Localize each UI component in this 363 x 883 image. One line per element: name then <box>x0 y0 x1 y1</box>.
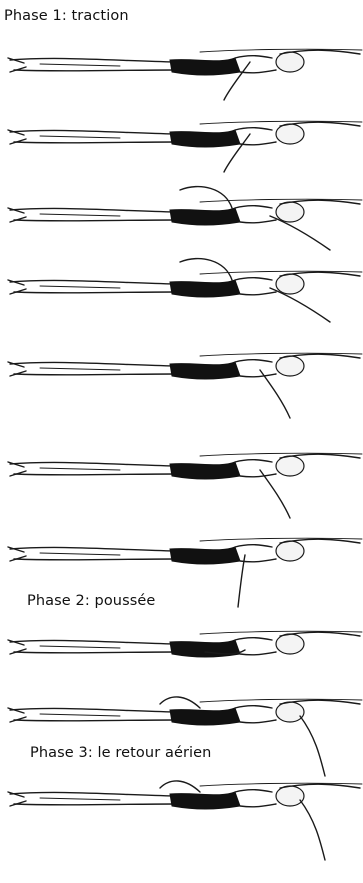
swimmer-4-svg <box>0 258 363 330</box>
swimsuit <box>170 362 240 379</box>
swimmer-figure-1 <box>0 36 363 100</box>
swimmer-figure-6 <box>0 440 363 524</box>
swimmer-3-svg <box>0 186 363 250</box>
swimmer-8-svg <box>0 618 363 674</box>
swimmer-6-svg <box>0 440 363 524</box>
leg-lower <box>14 474 175 475</box>
swimmer-5-svg <box>0 340 363 420</box>
leg-lower <box>14 142 175 143</box>
torso <box>235 360 276 377</box>
head <box>276 456 304 476</box>
swimsuit <box>170 280 240 297</box>
leg-upper <box>10 547 175 551</box>
leg-shading <box>40 468 120 470</box>
head <box>276 202 304 222</box>
leg-upper <box>10 792 175 796</box>
pulling-arm <box>260 370 290 418</box>
swimmer-figure-5 <box>0 340 363 420</box>
head <box>276 702 304 722</box>
leg-lower <box>14 70 175 71</box>
leg-upper <box>10 362 175 366</box>
head <box>276 356 304 376</box>
leg-lower <box>14 804 175 805</box>
swimmer-figure-4 <box>0 258 363 330</box>
pulling-arm <box>260 470 290 518</box>
head <box>276 786 304 806</box>
leg-shading <box>40 798 120 800</box>
leg-lower <box>14 720 175 721</box>
torso <box>235 128 276 145</box>
leg-upper <box>10 462 175 466</box>
swimsuit <box>170 462 240 479</box>
swimmer-9-svg <box>0 686 363 744</box>
swimsuit <box>170 58 240 75</box>
torso <box>235 56 276 73</box>
head <box>276 274 304 294</box>
swimmer-2-svg <box>0 108 363 172</box>
leg-lower <box>14 559 175 560</box>
swimmer-figure-10 <box>0 770 363 870</box>
leg-shading <box>40 368 120 370</box>
swimmer-figure-2 <box>0 108 363 172</box>
leg-lower <box>14 652 175 653</box>
leg-shading <box>40 64 120 66</box>
leg-lower <box>14 292 175 293</box>
leg-upper <box>10 708 175 712</box>
leg-shading <box>40 136 120 138</box>
head <box>276 124 304 144</box>
phase-3-label: Phase 3: le retour aérien <box>30 745 211 761</box>
leg-upper <box>10 58 175 62</box>
leg-upper <box>10 640 175 644</box>
leg-shading <box>40 286 120 288</box>
head <box>276 52 304 72</box>
phase-1-label: Phase 1: traction <box>4 8 129 24</box>
swimmer-figure-7 <box>0 525 363 609</box>
leg-shading <box>40 646 120 648</box>
leg-shading <box>40 714 120 716</box>
swimmer-1-svg <box>0 36 363 100</box>
leg-lower <box>14 220 175 221</box>
head <box>276 634 304 654</box>
pulling-arm <box>238 555 245 607</box>
swimsuit <box>170 708 240 725</box>
leg-upper <box>10 208 175 212</box>
torso <box>235 460 276 477</box>
swimsuit <box>170 792 240 809</box>
torso <box>235 545 276 562</box>
torso <box>235 790 276 807</box>
swimmer-7-svg <box>0 525 363 609</box>
swimmer-figure-9 <box>0 686 363 744</box>
torso <box>235 706 276 723</box>
torso <box>235 278 276 295</box>
head <box>276 541 304 561</box>
torso <box>235 206 276 223</box>
leg-upper <box>10 280 175 284</box>
swimsuit <box>170 547 240 564</box>
leg-lower <box>14 374 175 375</box>
leg-shading <box>40 553 120 555</box>
swimmer-10-svg <box>0 770 363 870</box>
leg-shading <box>40 214 120 216</box>
swimmer-figure-3 <box>0 186 363 250</box>
swimsuit <box>170 208 240 225</box>
swimmer-figure-8 <box>0 618 363 674</box>
swimsuit <box>170 130 240 147</box>
leg-upper <box>10 130 175 134</box>
